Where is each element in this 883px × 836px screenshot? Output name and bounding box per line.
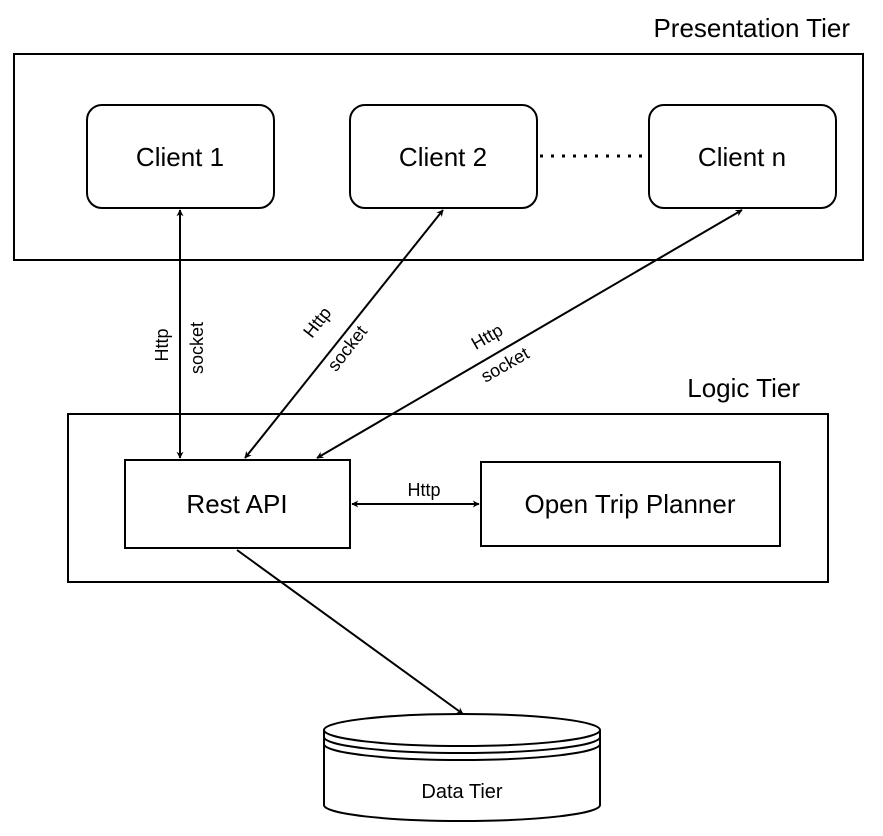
database-body xyxy=(323,730,601,822)
data-tier-database[interactable] xyxy=(323,713,601,822)
client-1-label: Client 1 xyxy=(136,142,224,172)
client-1-socket-label: socket xyxy=(187,322,207,374)
api-to-data-connector xyxy=(236,549,464,715)
api-otp-http-label: Http xyxy=(407,480,440,500)
database-top xyxy=(323,713,601,747)
client-1-node[interactable] xyxy=(86,104,275,209)
presentation-tier-label: Presentation Tier xyxy=(653,13,850,43)
open-trip-planner-node[interactable] xyxy=(480,461,781,547)
client-2-node[interactable] xyxy=(349,104,538,209)
client-n-socket-label: socket xyxy=(477,343,532,386)
database-ring-1 xyxy=(323,736,601,754)
rest-api-label: Rest API xyxy=(186,489,287,519)
client-2-http-label: Http xyxy=(299,303,335,341)
rest-api-node[interactable] xyxy=(124,459,351,549)
logic-tier-label: Logic Tier xyxy=(687,373,800,403)
client-n-label: Client n xyxy=(698,142,786,172)
client-1-http-label: Http xyxy=(152,328,172,361)
client-2-label: Client 2 xyxy=(399,142,487,172)
client-n-http-label: Http xyxy=(468,320,507,354)
client-n-node[interactable] xyxy=(648,104,837,209)
open-trip-planner-label: Open Trip Planner xyxy=(524,489,735,519)
database-ring-2 xyxy=(323,743,601,761)
client-n-to-api-connector xyxy=(316,209,743,459)
data-tier-label: Data Tier xyxy=(421,781,502,803)
